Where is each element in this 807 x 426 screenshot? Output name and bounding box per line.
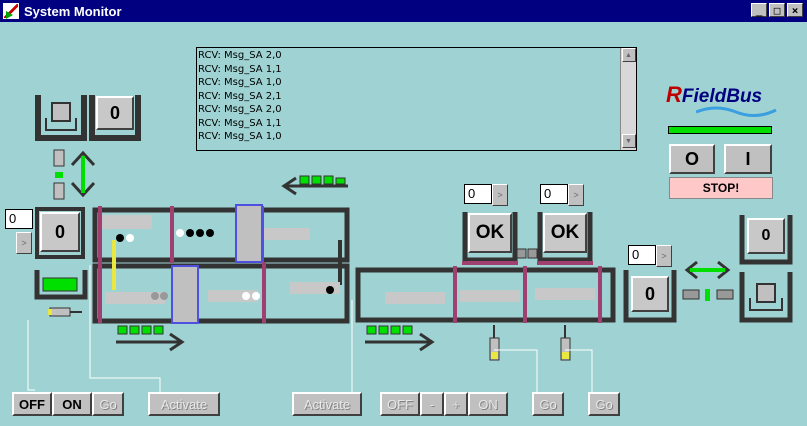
scroll-up-icon[interactable]: ▲	[621, 48, 636, 62]
right-top-counter: 0	[747, 218, 785, 254]
minimize-button[interactable]: _	[751, 3, 767, 17]
left-counter: 0	[40, 212, 80, 252]
off-button[interactable]: OFF	[12, 392, 52, 416]
ok-left-spin-value[interactable]: 0	[464, 184, 492, 204]
title-bar: System Monitor _ □ ×	[0, 0, 807, 22]
sensor-icon	[489, 325, 500, 361]
ok-right-spin-button[interactable]: >	[568, 184, 584, 206]
top-left-counter: 0	[96, 96, 134, 130]
close-button[interactable]: ×	[787, 3, 803, 17]
window-title: System Monitor	[24, 3, 122, 19]
ok-left-spin-button[interactable]: >	[492, 184, 508, 206]
up-down-arrow-icon	[53, 149, 96, 200]
left-station-icon	[34, 270, 88, 300]
activate-button-1[interactable]: Activate	[148, 392, 220, 416]
plus-button[interactable]: +	[444, 392, 468, 416]
ok-left-tray-icon	[462, 212, 518, 263]
log-line: RCV: Msg_SA 2,1	[198, 90, 282, 102]
system-on-button[interactable]: I	[724, 144, 772, 174]
go-button-2[interactable]: Go	[532, 392, 564, 416]
log-line: RCV: Msg_SA 2,0	[198, 50, 282, 61]
log-line: RCV: Msg_SA 1,0	[198, 131, 282, 142]
group-off-button[interactable]: OFF	[380, 392, 420, 416]
go-button[interactable]: Go	[92, 392, 124, 416]
left-spin-value[interactable]: 0	[5, 209, 33, 229]
left-arrow-icon	[281, 175, 348, 196]
counter-tray-icon	[89, 95, 141, 141]
logo-wave-icon	[696, 106, 777, 117]
log-line: RCV: Msg_SA 2,0	[198, 104, 282, 115]
bus-status-bar	[668, 126, 772, 134]
go-button-3[interactable]: Go	[588, 392, 620, 416]
system-off-button[interactable]: O	[669, 144, 715, 174]
app-icon	[3, 3, 19, 19]
logo-text: FieldBus	[681, 86, 763, 107]
left-spin-button[interactable]: >	[16, 232, 32, 254]
right-spin-button[interactable]: >	[656, 245, 672, 267]
group-on-button[interactable]: ON	[468, 392, 508, 416]
log-scrollbar[interactable]: ▲ ▼	[620, 48, 636, 150]
cylinder-icon	[48, 307, 82, 317]
scroll-down-icon[interactable]: ▼	[621, 134, 636, 148]
logo-letter: R	[666, 82, 682, 107]
minus-button[interactable]: -	[420, 392, 444, 416]
log-line: RCV: Msg_SA 1,0	[198, 77, 282, 88]
ok-right-button[interactable]: OK	[543, 213, 587, 253]
right-arrow-icon	[365, 325, 435, 352]
on-button[interactable]: ON	[52, 392, 92, 416]
maximize-button[interactable]: □	[769, 3, 785, 17]
tray-icon	[35, 95, 87, 141]
stop-button[interactable]: STOP!	[669, 177, 773, 199]
activate-button-2[interactable]: Activate	[292, 392, 362, 416]
ok-right-tray-icon	[537, 212, 593, 263]
left-station-fill	[42, 277, 78, 292]
log-line: RCV: Msg_SA 1,1	[198, 63, 282, 75]
ok-left-button[interactable]: OK	[468, 213, 512, 253]
ok-right-spin-value[interactable]: 0	[540, 184, 568, 204]
left-right-arrow-icon	[682, 260, 734, 301]
tray-icon	[739, 272, 793, 323]
right-counter: 0	[631, 276, 669, 312]
right-spin-value[interactable]: 0	[628, 245, 656, 265]
fieldbus-logo: RFieldBus	[666, 82, 786, 122]
log-line: RCV: Msg_SA 1,1	[198, 117, 282, 129]
message-log[interactable]: RCV: Msg_SA 2,0 RCV: Msg_SA 1,1 RCV: Msg…	[196, 47, 637, 151]
right-arrow-icon	[116, 325, 185, 352]
sensor-icon	[560, 325, 571, 361]
